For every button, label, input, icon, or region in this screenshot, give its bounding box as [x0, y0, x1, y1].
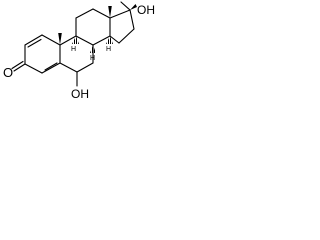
h-9-label: H — [71, 46, 76, 53]
atom-labels: O OH OH H H H — [3, 3, 155, 101]
ring-a — [24, 34, 61, 74]
oh-6-label: OH — [71, 87, 89, 101]
h-8-hash — [90, 45, 96, 53]
oh-17-wedge — [130, 4, 137, 10]
ring-d — [109, 9, 135, 44]
double-bond-c4-c5 — [44, 62, 58, 71]
methyl-10-wedge — [58, 33, 62, 45]
h-14-hash — [106, 36, 113, 44]
steroid-structure-diagram: O OH OH H H H — [3, 1, 155, 101]
ring-c — [75, 8, 111, 46]
h-8-label: H — [90, 55, 95, 62]
ketone-oxygen-label: O — [3, 65, 13, 80]
oh-17-label: OH — [137, 3, 155, 17]
ketone-bond — [11, 60, 26, 72]
methyl-17-bond — [120, 1, 131, 11]
stereo-bonds — [58, 4, 137, 53]
h-14-label: H — [106, 46, 111, 53]
double-bond-c1-c2 — [27, 38, 42, 48]
methyl-13-wedge — [108, 6, 112, 18]
h-9-hash — [72, 36, 79, 44]
